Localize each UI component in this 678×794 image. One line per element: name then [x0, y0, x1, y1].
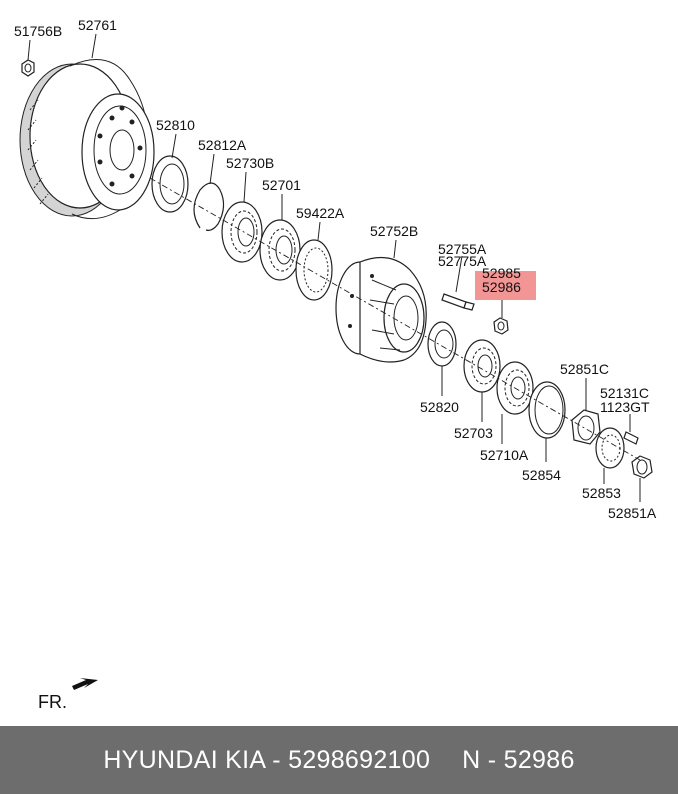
spacer-52854 [528, 381, 566, 439]
label-52854: 52854 [522, 467, 561, 483]
label-52755A: 52755A [438, 241, 487, 257]
label-52703: 52703 [454, 425, 493, 441]
fr-label: FR. [38, 692, 67, 712]
label-52851C: 52851C [560, 361, 609, 377]
axis-centerline [149, 177, 641, 461]
highlight-box [475, 271, 536, 300]
label-52851A: 52851A [608, 505, 657, 521]
label-52131C: 52131C [600, 385, 649, 401]
snap-ring-52812A [193, 182, 225, 231]
stud-bolt-52755A [441, 293, 475, 311]
oil-seal-52810 [151, 155, 189, 213]
label-59422A: 59422A [296, 205, 345, 221]
arrow-icon [72, 678, 98, 690]
footer-part-number: HYUNDAI KIA - 5298692100 [103, 745, 431, 774]
oil-seal-52820 [427, 321, 457, 367]
label-51756B: 51756B [14, 23, 62, 39]
label-52812A: 52812A [198, 137, 247, 153]
hub-52752B [335, 256, 427, 363]
label-52752B: 52752B [370, 223, 418, 239]
screw-52131C [623, 431, 639, 445]
bearing-52701 [259, 219, 301, 281]
tone-ring-59422A [295, 239, 333, 301]
bearing-52703 [463, 339, 501, 393]
label-52701: 52701 [262, 177, 301, 193]
label-52985: 52985 [482, 265, 521, 281]
label-52853: 52853 [582, 485, 621, 501]
label-52820: 52820 [420, 399, 459, 415]
exploded-parts-diagram: 51756B 52761 52810 52812A 52730B 52701 5… [14, 17, 657, 712]
brake-drum [19, 59, 155, 220]
wheel-nut-52986 [493, 317, 509, 335]
footer-ref-number: N - 52986 [462, 745, 575, 774]
leader-lines [27, 33, 641, 502]
bearing-52730B [221, 201, 263, 263]
footer-bar: HYUNDAI KIA - 5298692100 N - 52986 [0, 726, 678, 794]
nut-51756B [21, 59, 35, 77]
label-1123GT: 1123GT [600, 399, 650, 415]
label-52775A: 52775A [438, 253, 487, 269]
label-52986: 52986 [482, 279, 521, 295]
nut-52851A [631, 455, 653, 479]
label-52761: 52761 [78, 17, 117, 33]
label-52730B: 52730B [226, 155, 274, 171]
lock-nut-52851C [571, 409, 601, 445]
label-52710A: 52710A [480, 447, 529, 463]
label-52810: 52810 [156, 117, 195, 133]
front-direction-marker: FR. [38, 678, 98, 712]
